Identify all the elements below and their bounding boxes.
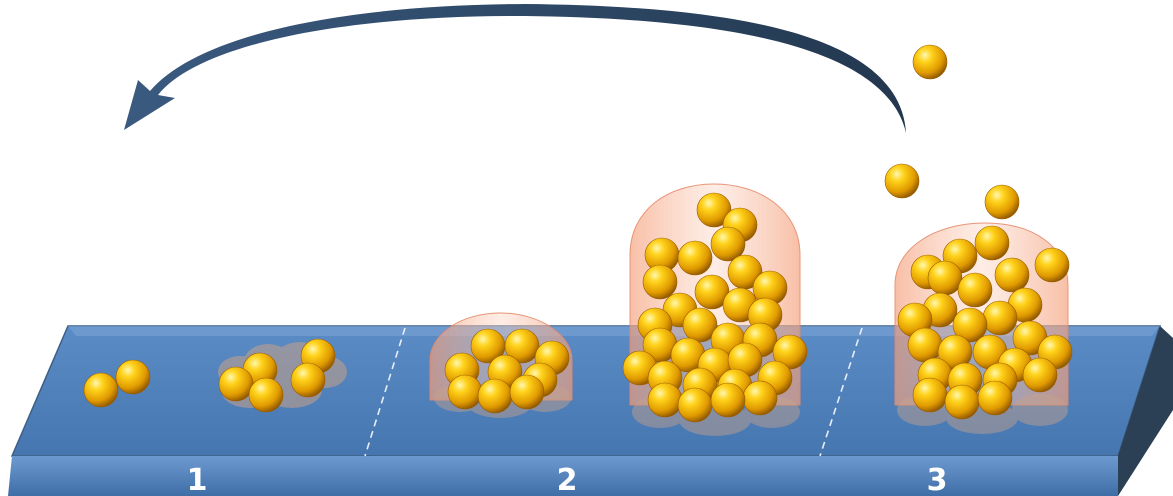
stage-label: 2: [557, 463, 578, 496]
particle-icon: [290, 362, 326, 398]
particle-icon: [907, 327, 943, 363]
particle-icon: [642, 264, 678, 300]
stage-divider: [819, 327, 863, 457]
particle-icon: [984, 184, 1020, 220]
particle-icon: [957, 272, 993, 308]
particle-icon: [742, 380, 778, 416]
particle-icon: [912, 44, 948, 80]
particle-icon: [696, 192, 732, 228]
particle-icon: [944, 384, 980, 420]
particle-icon: [912, 377, 948, 413]
particle-icon: [447, 374, 483, 410]
particle-icon: [994, 257, 1030, 293]
conveyor-front: [8, 456, 1118, 496]
particle-icon: [974, 225, 1010, 261]
return-arrow-icon: [124, 4, 906, 133]
particle-icon: [682, 307, 718, 343]
particle-icon: [115, 359, 151, 395]
stage-label: 3: [927, 463, 948, 496]
stage-label: 1: [187, 463, 208, 496]
particle-icon: [982, 300, 1018, 336]
particle-icon: [504, 328, 540, 364]
particle-icon: [647, 382, 683, 418]
conveyor-side: [1118, 326, 1173, 496]
particle-icon: [677, 387, 713, 423]
particle-icon: [677, 240, 713, 276]
particle-icon: [884, 163, 920, 199]
particle-icon: [248, 377, 284, 413]
particle-icon: [977, 380, 1013, 416]
conveyor-top-bevel: [68, 326, 1160, 336]
particle-icon: [710, 382, 746, 418]
particle-icon: [952, 307, 988, 343]
particle-icon: [710, 226, 746, 262]
stage-divider: [364, 327, 406, 457]
particle-icon: [1034, 247, 1070, 283]
particle-icon: [927, 260, 963, 296]
particle-icon: [1022, 357, 1058, 393]
particle-icon: [218, 366, 254, 402]
particles: [83, 44, 1073, 423]
particle-icon: [83, 372, 119, 408]
particle-icon: [477, 378, 513, 414]
particle-icon: [509, 374, 545, 410]
particle-icon: [772, 334, 808, 370]
